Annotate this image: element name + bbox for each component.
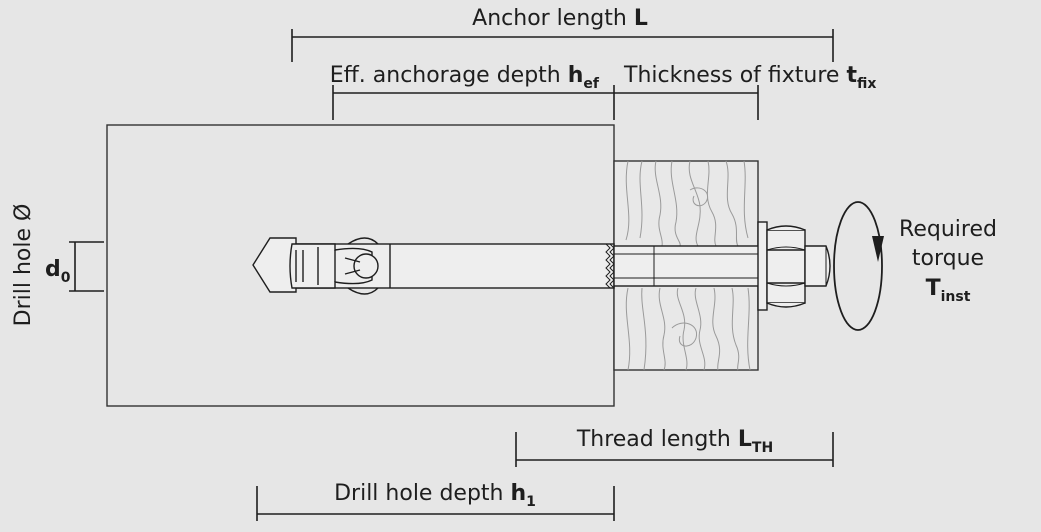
thread-length-label: Thread length LTH <box>576 427 773 456</box>
torque-symbol: Tinst <box>926 276 971 305</box>
hex-nut <box>766 225 806 308</box>
dim-anchor-length <box>291 29 834 62</box>
drill-hole-dia-label: Drill hole Ø <box>11 204 36 327</box>
fixture-label: Thickness of fixture tfix <box>623 63 876 92</box>
anchor-length-label: Anchor length L <box>472 6 648 31</box>
dim-fixture <box>614 85 759 120</box>
bolt-thread <box>613 245 767 287</box>
washer <box>757 221 768 311</box>
torque-line2: torque <box>912 246 984 271</box>
dim-eff-depth <box>332 85 615 120</box>
dim-drill-depth <box>256 486 615 521</box>
d0-label: d0 <box>45 257 71 286</box>
eff-depth-label: Eff. anchorage depth hef <box>330 63 600 92</box>
dim-drill-dia <box>69 241 104 292</box>
torque-line1: Required <box>899 217 997 242</box>
curved-arrow-icon <box>833 201 884 331</box>
anchor-bolt <box>252 221 831 311</box>
expansion-sleeve <box>289 243 373 289</box>
drill-depth-label: Drill hole depth h1 <box>334 481 536 510</box>
dim-thread-length <box>515 432 834 467</box>
